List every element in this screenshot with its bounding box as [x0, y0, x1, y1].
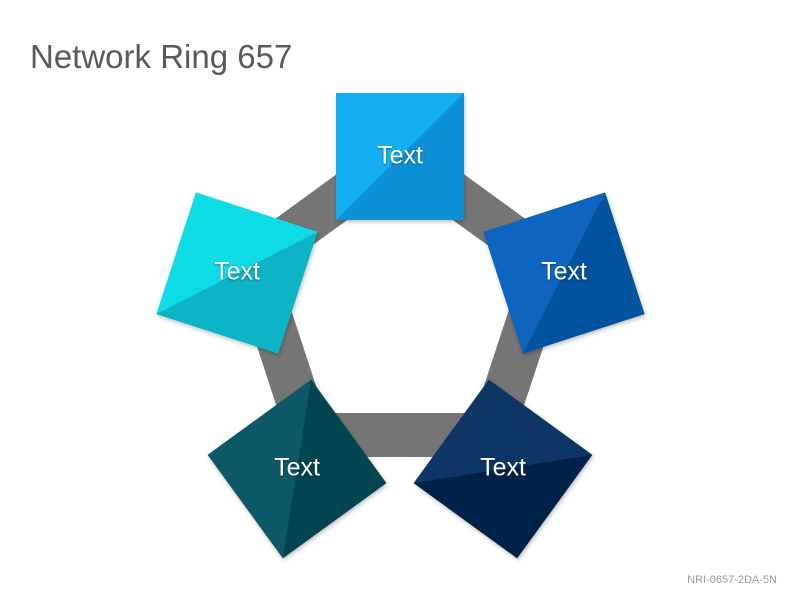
ring-shape [227, 128, 574, 457]
node-box [156, 192, 318, 354]
node-box [483, 192, 645, 354]
node-label: Text [377, 142, 423, 170]
node-label: Text [480, 454, 526, 482]
ring-node[interactable]: Text [336, 93, 464, 220]
node-label: Text [541, 258, 587, 286]
ring-node[interactable]: Text [156, 192, 318, 354]
ring-node[interactable]: Text [483, 192, 645, 354]
node-box [336, 93, 464, 220]
footer-code: NRI-0657-2DA-5N [687, 574, 777, 586]
ring-node[interactable]: Text [207, 379, 387, 559]
node-box [413, 379, 593, 559]
node-label: Text [214, 258, 260, 286]
page-title: Network Ring 657 [30, 38, 293, 75]
ring-node[interactable]: Text [413, 379, 593, 559]
node-label: Text [274, 454, 320, 482]
node-box [207, 379, 387, 559]
